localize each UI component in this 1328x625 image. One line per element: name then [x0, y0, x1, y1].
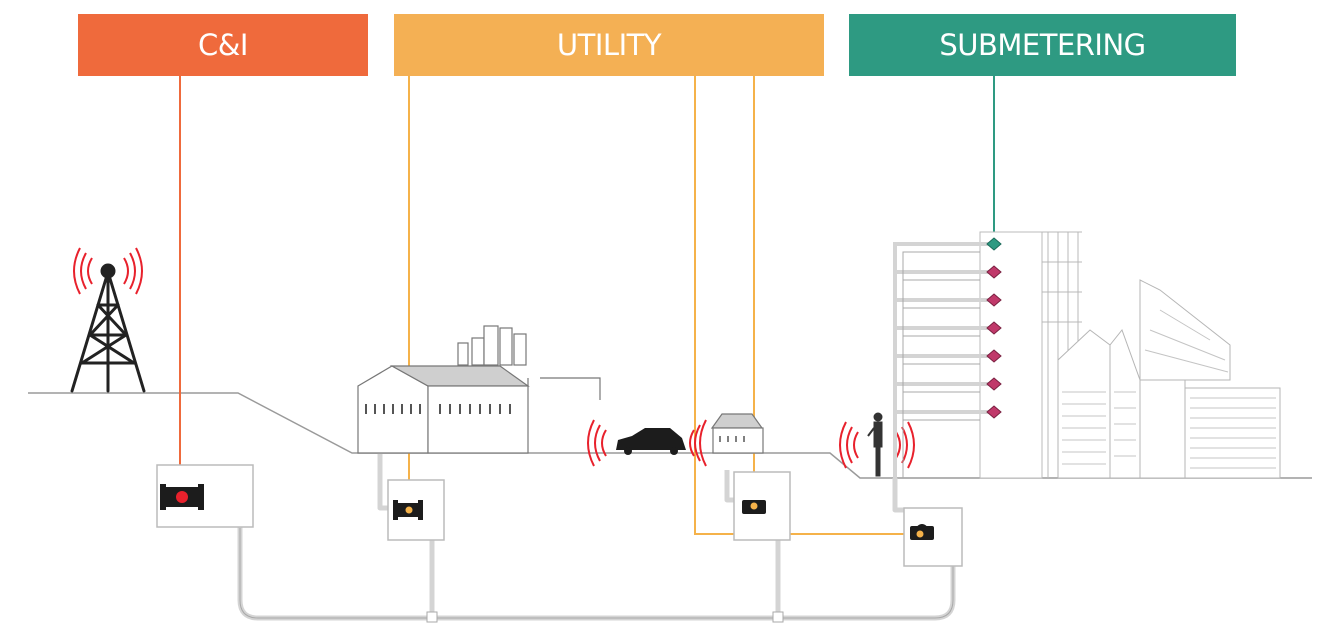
person-icon	[867, 412, 883, 477]
house-icon	[710, 413, 764, 454]
radio-wave-icon	[587, 419, 707, 467]
meter-pit	[156, 464, 963, 567]
water-meter-icon	[160, 484, 204, 510]
factory-icon	[357, 325, 601, 454]
water-meter-icon	[393, 500, 423, 520]
pipe-network	[205, 453, 956, 621]
utility-banner-label: UTILITY	[556, 28, 662, 62]
utility-banner: UTILITY	[394, 14, 824, 76]
water-meter-icon	[742, 500, 766, 514]
apartment-building-icon	[893, 231, 1082, 479]
water-meter-icon	[910, 524, 934, 540]
radio-wave-icon	[73, 247, 143, 295]
submeter-icon	[986, 237, 1002, 419]
submetering-banner: SUBMETERING	[849, 14, 1236, 76]
ground-line	[28, 392, 1312, 479]
ci-banner-label: C&I	[198, 28, 248, 62]
utility-line-2	[694, 76, 920, 535]
ci-banner: C&I	[78, 14, 368, 76]
car-icon	[616, 428, 686, 455]
cell-tower-icon	[70, 263, 146, 393]
radio-wave-icon	[839, 421, 915, 469]
submetering-banner-label: SUBMETERING	[939, 28, 1146, 62]
city-buildings-icon	[1057, 279, 1281, 479]
